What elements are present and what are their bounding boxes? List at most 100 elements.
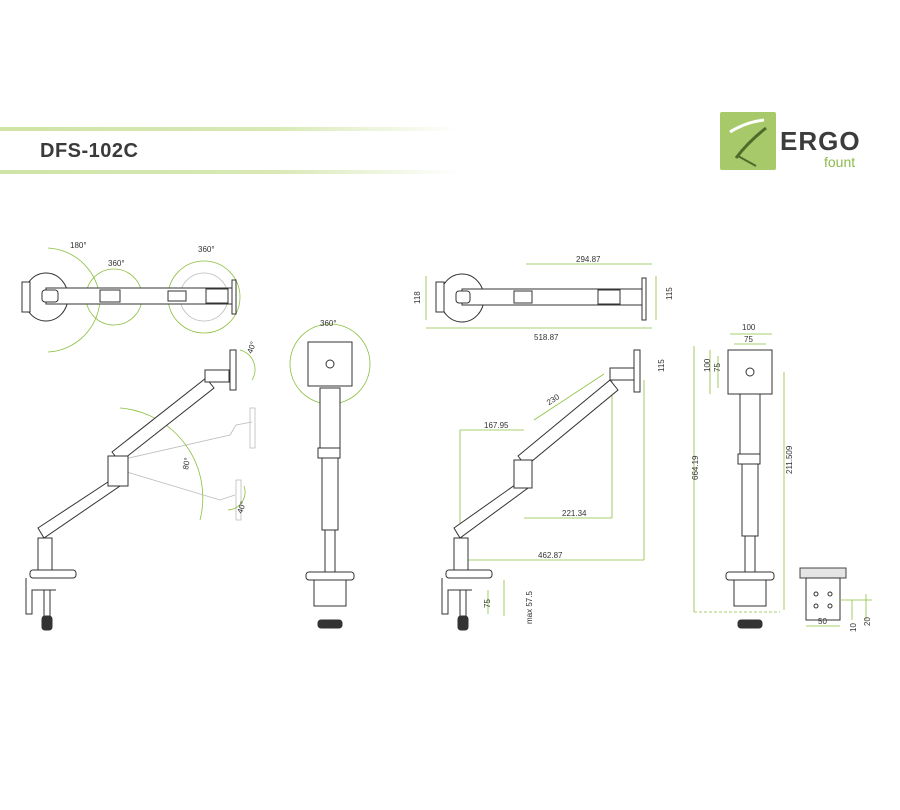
vesa-plate-front-r [727,349,773,395]
label-clamp-width: 50 [818,617,827,626]
label-depth: 118 [413,291,422,304]
elbow-front-r [737,453,761,465]
ghost-plate-upper [249,407,256,449]
clamp-hole-3 [813,603,819,609]
vesa-plate-r [633,349,641,393]
label-arm-length: 230 [545,392,562,407]
post-front [324,529,336,573]
label-plate-height: 115 [665,287,674,300]
pivot-base-r [455,290,471,304]
side-view-left: 40° 80° 40° [25,340,258,631]
upper-arm-r [517,379,619,467]
label-offset-upper: 167.95 [484,421,509,430]
dim-arm-length-line [533,373,605,421]
label-max-reach: 462.87 [538,551,563,560]
logo-sub-text: fount [824,154,856,170]
clamp-knob-front-r [737,619,763,629]
label-clamp-d2: 20 [863,617,872,626]
clamp-side [25,578,56,615]
label-offset-lower: 221.34 [562,509,587,518]
clamp-screw-r [459,589,467,617]
clamp-front-r [733,580,767,607]
post-r [453,537,469,573]
label-plate-height-r: 115 [657,359,666,372]
lower-arm-front [321,457,339,531]
clamp-front [313,580,347,607]
label-lift: 80° [181,457,192,470]
lower-arm-r [453,479,529,539]
label-angle-base: 180° [70,241,87,250]
lift-arc [119,407,204,521]
head-mount-r [597,289,621,305]
label-clamp-height: 75 [483,599,492,608]
clamp-knob-r [457,615,469,631]
clamp-top-plate [799,567,847,579]
label-tilt-bottom: 40° [235,500,248,514]
elbow-joint [107,455,129,487]
pivot-slot [167,290,187,302]
brand-logo: ERGO fount [720,112,870,182]
clamp-knob [41,615,53,631]
clamp-body [805,577,841,621]
header-band-bottom [0,170,460,174]
tilt-arc-top [239,349,256,381]
model-title: DFS-102C [40,140,139,162]
label-vesa-v-outer: 100 [703,358,712,372]
ghost-plate-lower [235,479,242,521]
vesa-plate-side [229,349,237,391]
rotation-arc-base-lower [47,299,101,353]
head-tilt [204,369,230,383]
clamp-detail: 50 10 20 [799,567,872,632]
label-rotation: 360° [320,319,337,328]
clamp-edge [21,281,31,313]
clamp-hole-4 [827,603,833,609]
front-view-right: 100 75 100 75 664.19 211.509 [691,323,794,629]
label-vesa-outer: 100 [742,323,756,332]
elbow-r [513,459,533,489]
clamp-r [441,578,472,615]
base-collar [29,569,77,579]
clamp-knob-front [317,619,343,629]
head-mount [205,288,229,304]
plate-edge [231,279,237,315]
collar-front-r [725,571,775,581]
side-view-right: 230 167.95 221.34 462.87 115 75 max 57.5 [441,349,666,631]
head-tilt-r [609,367,635,381]
upper-arm-front-r [739,393,761,455]
clamp-hole-1 [813,591,819,597]
ghost-arm-lower [119,469,236,501]
label-angle-tip: 360° [198,245,215,254]
header-band-top [0,127,460,131]
upper-arm [111,377,215,463]
label-height-range: 211.509 [785,445,794,474]
lower-arm-front-r [741,463,759,537]
pivot-mid [99,289,121,303]
clamp-edge-r [435,281,445,313]
pivot-mid-r [513,290,533,304]
vesa-center [325,359,335,369]
label-reach-total: 518.87 [534,333,559,342]
upper-arm-front [319,387,341,449]
clamp-hole-2 [827,591,833,597]
label-vesa-inner: 75 [744,335,753,344]
logo-swoosh-icon [729,118,767,167]
label-total-height: 664.19 [691,455,700,480]
plate-edge-r [641,277,647,321]
top-view-left: 180° 360° 360° [21,241,241,353]
ghost-arm-upper [119,421,253,461]
clamp-screw [43,589,51,617]
pivot-base [41,289,59,303]
elbow-front [317,447,341,459]
label-angle-mid: 360° [108,259,125,268]
post-front-r [744,535,756,573]
front-view-left: 360° [289,319,371,629]
label-desk-thickness: max 57.5 [525,591,534,624]
logo-brand-text: ERGO [780,126,861,156]
vesa-plate-front [307,341,353,387]
label-tilt-top: 40° [245,340,258,354]
label-clamp-d1: 10 [849,623,858,632]
lower-arm [37,477,121,539]
logo-mark [720,112,776,170]
